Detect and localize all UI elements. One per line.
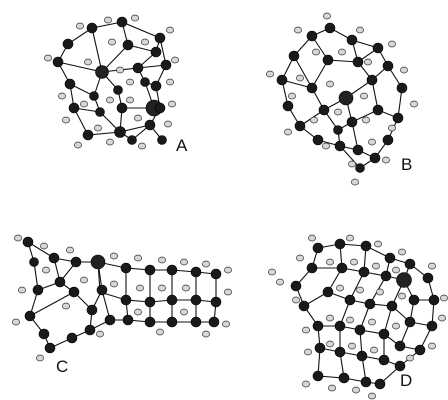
structure-b-hydrogens (266, 12, 418, 186)
panel-label-c: C (56, 357, 68, 376)
structure-a: A (44, 14, 188, 155)
structure-a-hydrogens (44, 14, 179, 150)
structure-b-heavy-atoms (276, 22, 408, 173)
structure-d-heavy-atoms (290, 238, 440, 390)
panel-label-b: B (401, 155, 412, 174)
panel-label-a: A (176, 136, 188, 155)
structure-c-heavy-atoms (22, 236, 222, 354)
structure-a-heavy-atoms (52, 16, 172, 145)
structure-c: C (12, 234, 232, 376)
structure-c-hydrogens (12, 234, 232, 362)
structure-b: B (266, 12, 418, 186)
structure-d-hydrogens (268, 234, 448, 400)
panel-label-d: D (400, 371, 412, 390)
structure-d: D (268, 234, 448, 400)
